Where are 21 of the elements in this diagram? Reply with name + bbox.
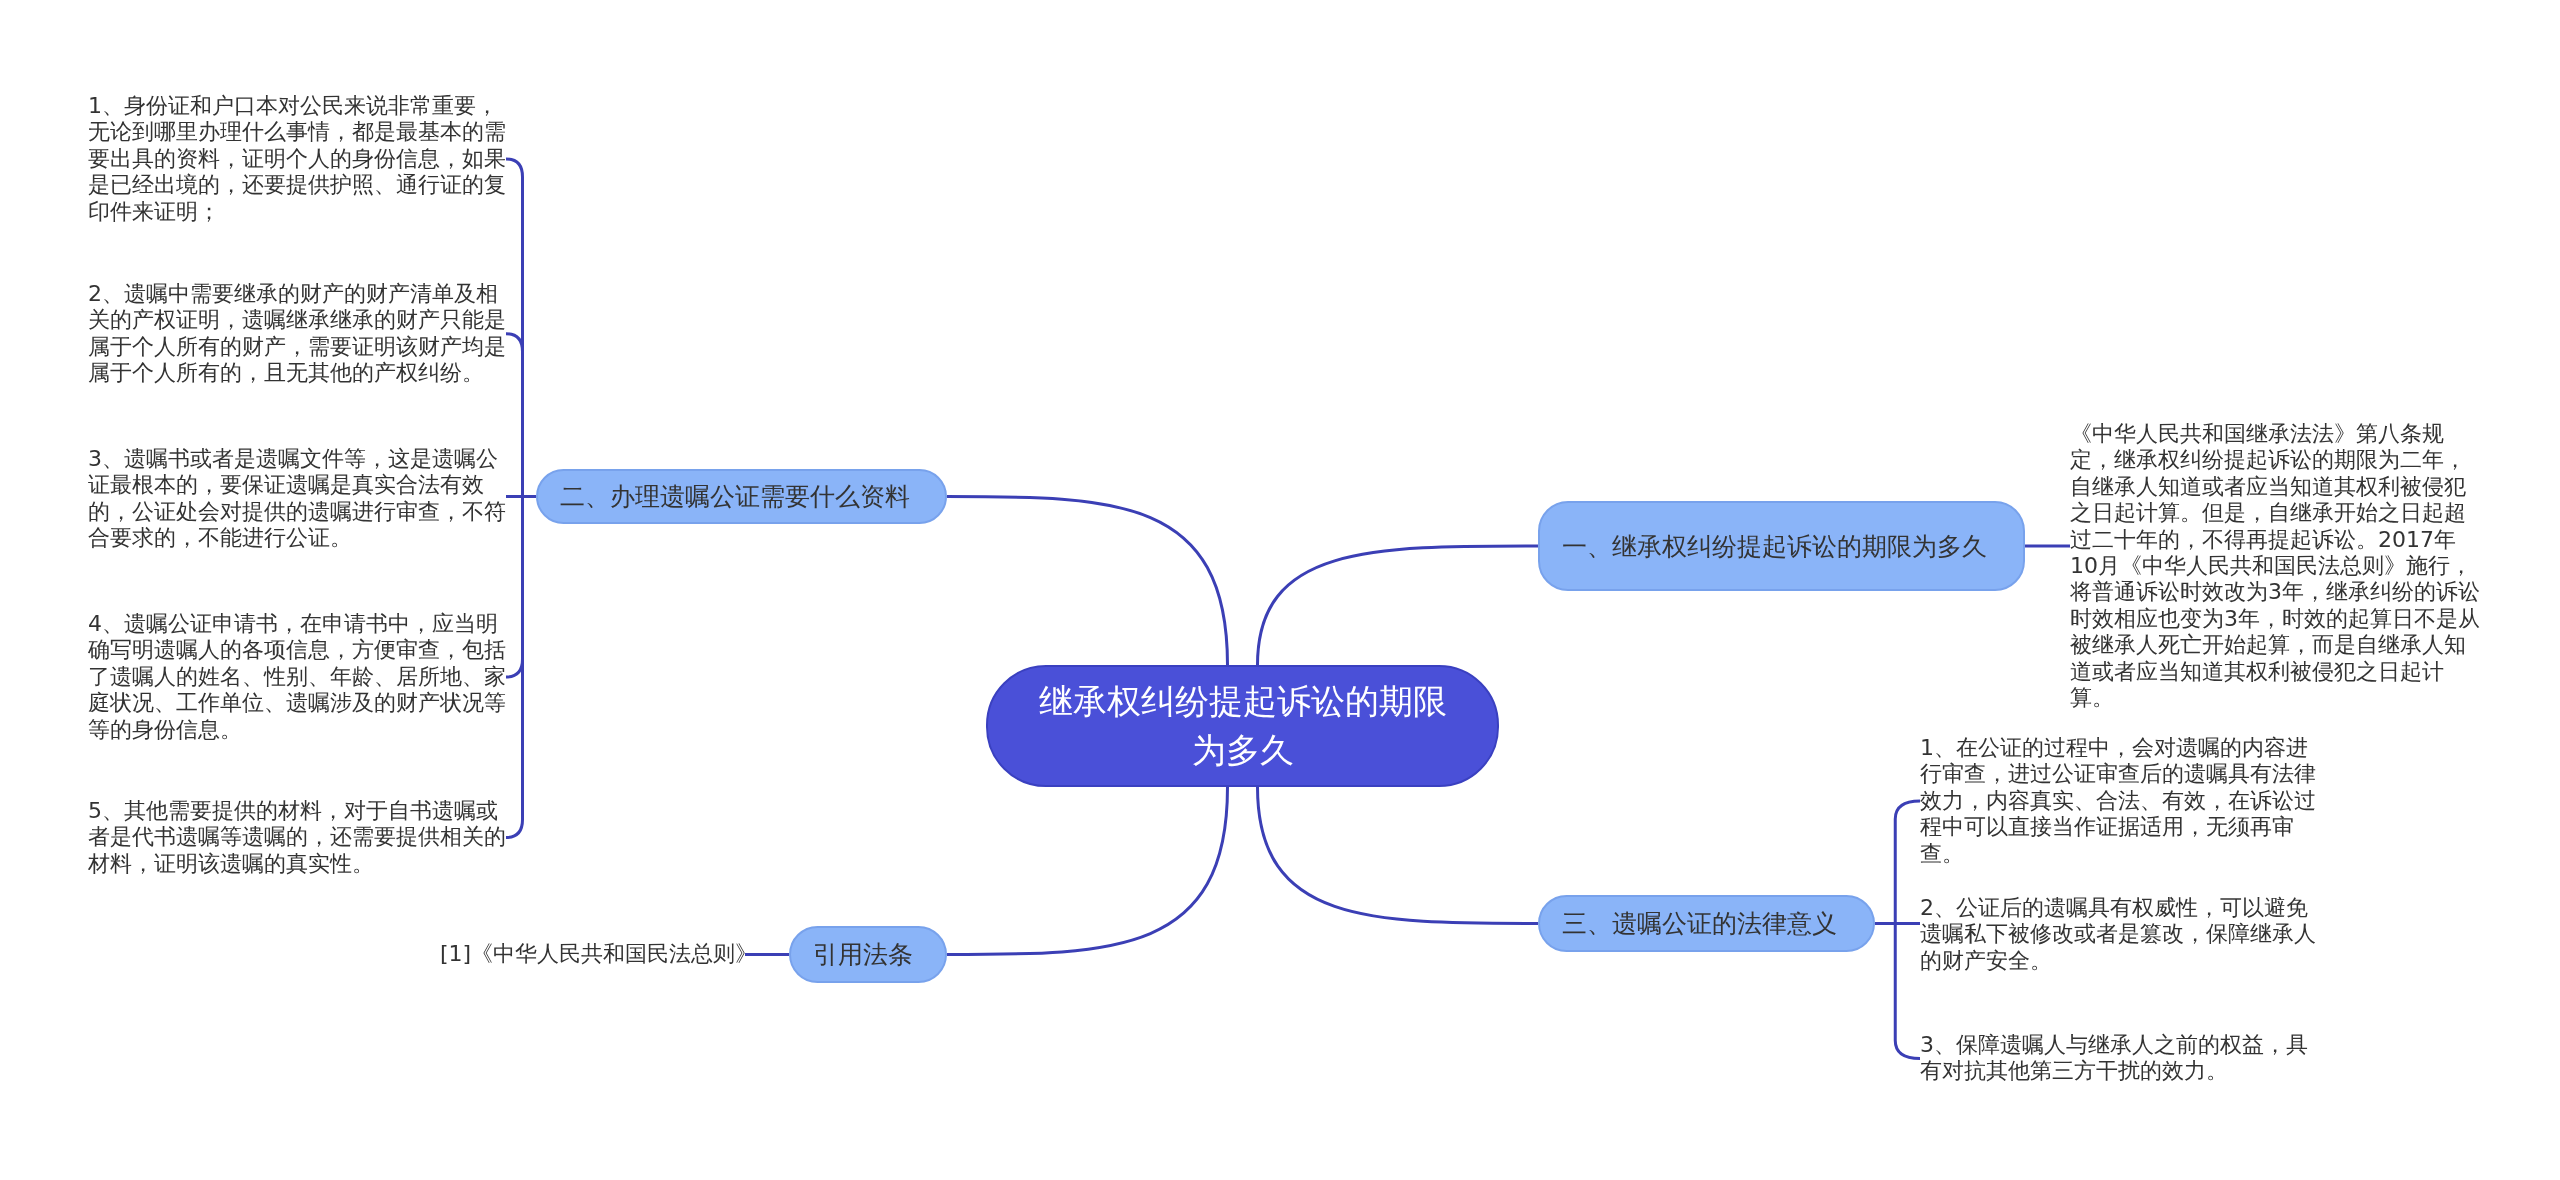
note-text: 《中华人民共和国继承法法》第八条规定，继承权纠纷提起诉讼的期限为二年，自继承人知道或者应当知道其权利被侵犯之日起计算。但是，自继承开始之日起超过二十年的，不得再提起诉讼。2017年10月《中华人民共和国民法总则》施行，将普通诉讼时效改为3年，继承纠纷的诉讼时效相应也变为3年，时效的起算日不是从被继承人死亡开始起算，而是自继承人知道或者应当知道其权利被侵犯之日起计算。 [2070, 421, 2480, 712]
note-text: 3、保障遗嘱人与继承人之前的权益，具有对抗其他第三方干扰的效力。 [1920, 1032, 2325, 1085]
note-text: 2、公证后的遗嘱具有权威性，可以避免遗嘱私下被修改或者是篡改，保障继承人的财产安全。 [1920, 895, 2325, 975]
topic-box: 引用法条 [789, 926, 947, 983]
connector-line [947, 495, 1229, 666]
topic-box: 二、办理遗嘱公证需要什么资料 [536, 469, 947, 524]
note-text: 2、遗嘱中需要继承的财产的财产清单及相关的产权证明，遗嘱继承继承的财产只能是属于个人所有的财产，需要证明该财产均是属于个人所有的，且无其他的产权纠纷。 [88, 281, 506, 387]
connector-line [1256, 544, 1538, 666]
connector-line [2025, 544, 2070, 548]
topic-box: 一、继承权纠纷提起诉讼的期限为多久 [1538, 501, 2025, 591]
central-topic-box: 继承权纠纷提起诉讼的期限为多久 [986, 665, 1499, 787]
connector-line [1256, 786, 1538, 925]
note-text: 4、遗嘱公证申请书，在申请书中，应当明确写明遗嘱人的各项信息，方便审查，包括了遗嘱人的姓名、性别、年龄、居所地、家庭状况、工作单位、遗嘱涉及的财产状况等等的身份信息。 [88, 611, 506, 743]
connector-line [745, 953, 789, 956]
reference-text: [1]《中华人民共和国民法总则》 [440, 941, 745, 968]
topic-box: 三、遗嘱公证的法律意义 [1538, 895, 1875, 952]
note-text: 1、身份证和户口本对公民来说非常重要，无论到哪里办理什么事情，都是最基本的需要出具的资料，证明个人的身份信息，如果是已经出境的，还要提供护照、通行证的复印件来证明； [88, 93, 506, 225]
note-text: 3、遗嘱书或者是遗嘱文件等，这是遗嘱公证最根本的，要保证遗嘱是真实合法有效的，公证处会对提供的遗嘱进行审查，不符合要求的，不能进行公证。 [88, 446, 506, 552]
note-text: 1、在公证的过程中，会对遗嘱的内容进行审查，进过公证审查后的遗嘱具有法律效力，内容真实、合法、有效，在诉讼过程中可以直接当作证据适用，无须再审查。 [1920, 735, 2325, 867]
note-text: 5、其他需要提供的材料，对于自书遗嘱或者是代书遗嘱等遗嘱的，还需要提供相关的材料，证明该遗嘱的真实性。 [88, 798, 506, 878]
connector-line [947, 786, 1229, 956]
